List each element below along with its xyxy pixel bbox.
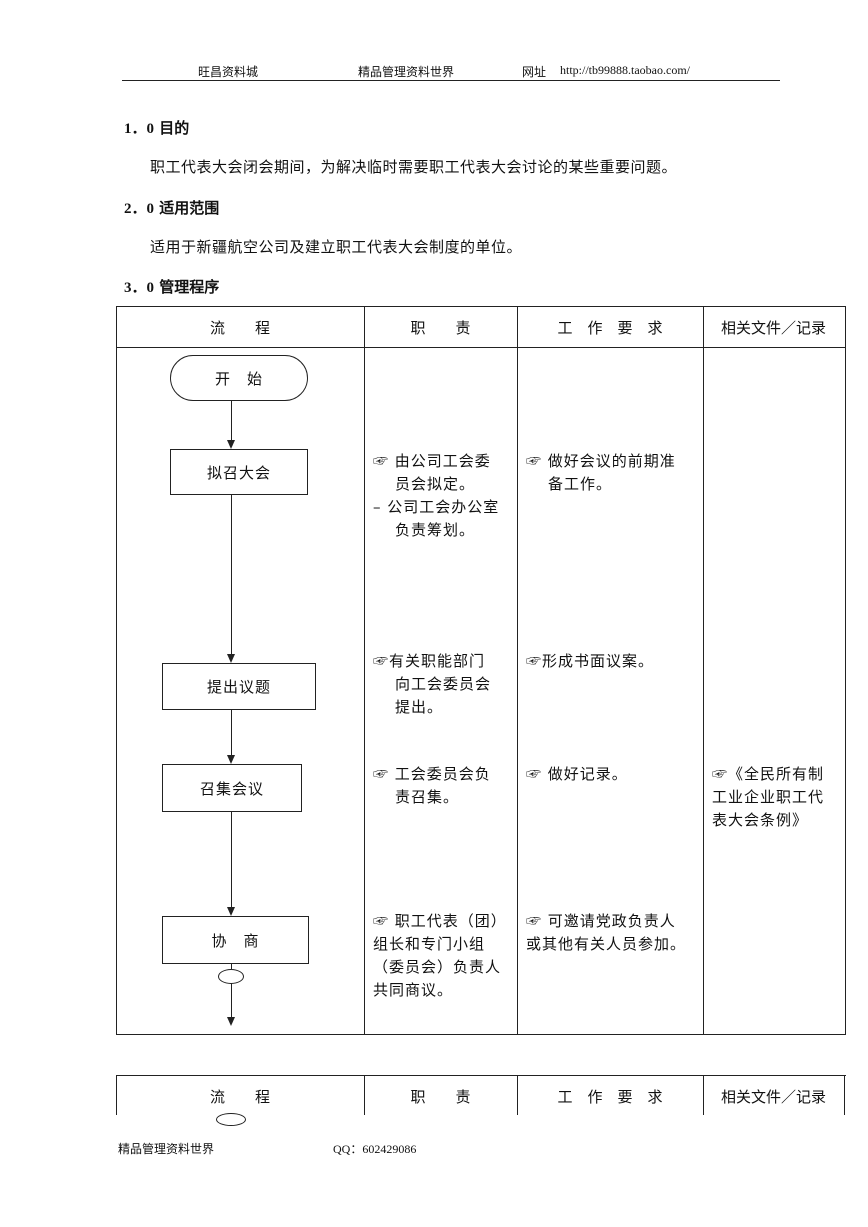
table2-th-requirements: 工 作 要 求 [557, 1088, 663, 1106]
row4-duty-line-2: 组长和专门小组 [373, 935, 486, 953]
flow-arrowhead-6 [227, 1017, 235, 1026]
row4-requirements: ☞ 可邀请党政负责人 或其他有关人员参加。 [526, 910, 702, 956]
flow-arrowhead-3 [227, 755, 235, 764]
header-center: 精品管理资料世界 [358, 65, 455, 79]
header-url-label: 网址 [522, 65, 547, 79]
flow-step-2: 提出议题 [162, 663, 316, 710]
row1-req-line-1: ☞ 做好会议的前期准 [526, 452, 676, 470]
section-2-title: 适用范围 [159, 199, 220, 217]
row2-duty-line-3: 提出。 [395, 698, 444, 716]
row2-duty: ☞有关职能部门 向工会委员会 提出。 [373, 650, 513, 719]
footer-qq: QQ：602429086 [333, 1142, 417, 1156]
row1-requirements: ☞ 做好会议的前期准 备工作。 [526, 450, 702, 496]
flow-arrow-1 [231, 400, 232, 440]
table2-col-divider-3 [703, 1075, 704, 1115]
section-2-text: 适用于新疆航空公司及建立职工代表大会制度的单位。 [150, 238, 523, 256]
th-duty: 职 责 [410, 319, 471, 337]
row3-duty-line-2: 责召集。 [395, 788, 460, 806]
row2-duty-line-1: ☞有关职能部门 [373, 652, 486, 670]
th-requirements: 工 作 要 求 [557, 319, 663, 337]
flow-arrow-4 [231, 811, 232, 907]
table-header-divider [116, 347, 846, 348]
section-2-heading: 2．0 适用范围 [124, 197, 219, 218]
flow-step-1: 拟召大会 [170, 449, 308, 495]
row1-duty-line-2: 员会拟定。 [395, 475, 476, 493]
procedure-table [116, 306, 846, 1035]
header-left: 旺昌资料城 [198, 65, 259, 79]
row3-doc-line-1: ☞《全民所有制 [712, 765, 825, 783]
col-divider-2 [517, 306, 518, 1034]
row1-req-line-2: 备工作。 [548, 475, 613, 493]
row4-duty-line-1: ☞ 职工代表（团） [373, 912, 507, 930]
table2-top-border [116, 1075, 846, 1076]
row4-duty-line-3: （委员会）负责人 [373, 958, 502, 976]
row3-doc-line-2: 工业企业职工代 [712, 788, 825, 806]
table2-left-border [116, 1075, 117, 1115]
table2-th-duty: 职 责 [410, 1088, 471, 1106]
table2-col-divider-1 [364, 1075, 365, 1115]
table2-flow-connector [216, 1113, 246, 1126]
table2-th-documents: 相关文件／记录 [720, 1088, 826, 1106]
footer-left: 精品管理资料世界 [118, 1142, 215, 1156]
row4-duty-line-4: 共同商议。 [373, 981, 454, 999]
row4-req-line-2: 或其他有关人员参加。 [526, 935, 687, 953]
col-divider-3 [703, 306, 704, 1034]
flow-arrow-6 [231, 983, 232, 1017]
flow-connector [218, 969, 244, 984]
section-2-number: 2．0 [124, 201, 155, 217]
flow-step-4: 协 商 [162, 916, 309, 964]
row4-duty: ☞ 职工代表（团） 组长和专门小组 （委员会）负责人 共同商议。 [373, 910, 515, 1002]
section-1-text: 职工代表大会闭会期间，为解决临时需要职工代表大会讨论的某些重要问题。 [150, 158, 678, 176]
row4-req-line-1: ☞ 可邀请党政负责人 [526, 912, 676, 930]
flow-start: 开 始 [170, 355, 308, 401]
row3-duty-line-1: ☞ 工会委员会负 [373, 765, 491, 783]
flow-arrow-2 [231, 494, 232, 654]
row3-requirements: ☞ 做好记录。 [526, 763, 702, 786]
flow-arrowhead-2 [227, 654, 235, 663]
section-3-number: 3．0 [124, 280, 155, 296]
col-divider-1 [364, 306, 365, 1034]
flow-step-3: 召集会议 [162, 764, 302, 812]
section-1-number: 1．0 [124, 121, 155, 137]
header-url[interactable]: http://tb99888.taobao.com/ [560, 63, 690, 77]
th-documents: 相关文件／记录 [720, 319, 826, 337]
flow-arrow-3 [231, 709, 232, 755]
table2-col-divider-2 [517, 1075, 518, 1115]
row3-documents: ☞《全民所有制 工业企业职工代 表大会条例》 [712, 763, 842, 832]
flow-arrow-5 [231, 963, 232, 969]
row3-doc-line-3: 表大会条例》 [712, 811, 809, 829]
row1-duty-line-1: ☞ 由公司工会委 [373, 452, 491, 470]
flow-arrowhead-4 [227, 907, 235, 916]
section-1-heading: 1．0 目的 [124, 117, 189, 138]
section-1-title: 目的 [159, 119, 190, 137]
row1-duty: ☞ 由公司工会委 员会拟定。 – 公司工会办公室 负责筹划。 [373, 450, 513, 542]
th-flow: 流 程 [209, 319, 270, 337]
header-divider [122, 80, 780, 81]
table2-th-flow: 流 程 [209, 1088, 270, 1106]
section-3-title: 管理程序 [159, 278, 220, 296]
row1-duty-line-3: – 公司工会办公室 [373, 498, 500, 516]
table2-right-border [844, 1075, 845, 1115]
row2-duty-line-2: 向工会委员会 [395, 675, 492, 693]
section-3-heading: 3．0 管理程序 [124, 276, 219, 297]
row3-duty: ☞ 工会委员会负 责召集。 [373, 763, 513, 809]
row1-duty-line-4: 负责筹划。 [395, 521, 476, 539]
row3-req-line-1: ☞ 做好记录。 [526, 765, 628, 783]
flow-arrowhead-1 [227, 440, 235, 449]
row2-req-line-1: ☞形成书面议案。 [526, 652, 655, 670]
row2-requirements: ☞形成书面议案。 [526, 650, 702, 673]
